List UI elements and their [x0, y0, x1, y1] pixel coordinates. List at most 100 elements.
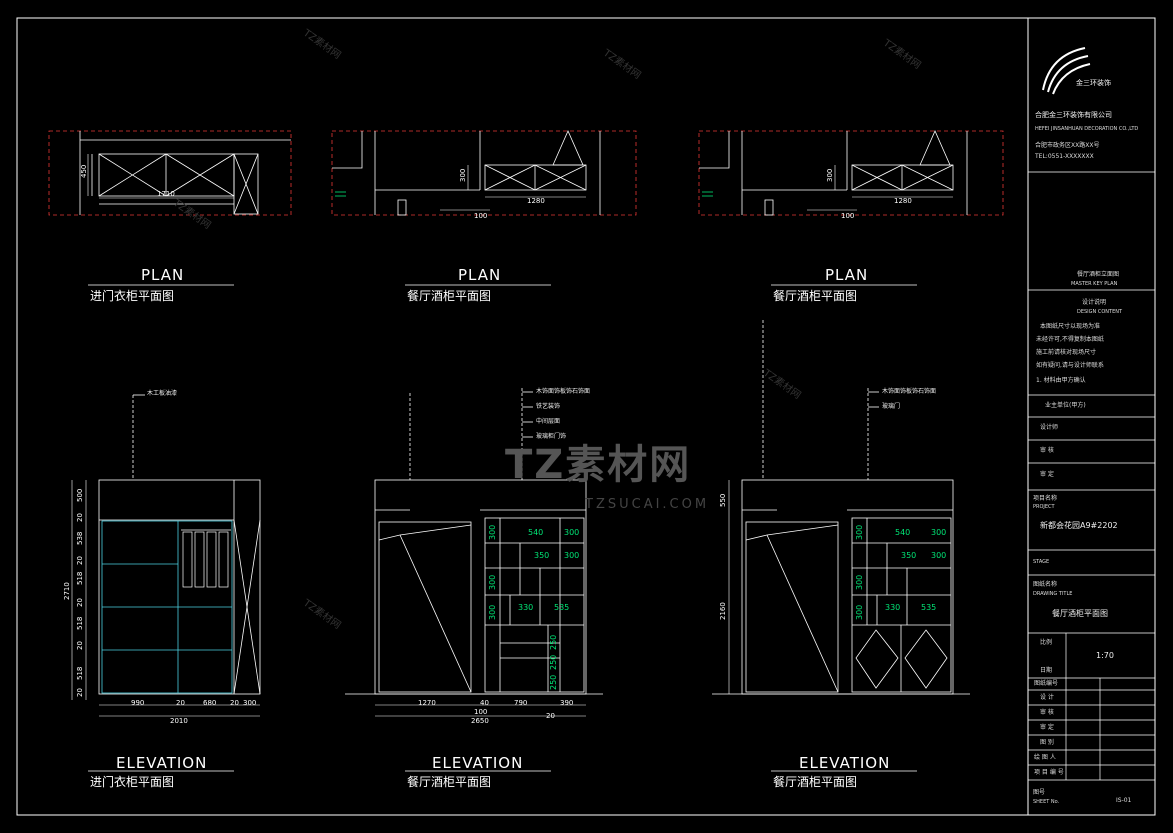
title-block-grid	[1028, 171, 1155, 781]
review-label: 审 核	[1040, 447, 1054, 454]
notes-title-en: DESIGN CONTENT	[1077, 309, 1123, 315]
elevation-2-cell-dim: 540	[528, 528, 543, 537]
elevation-2-note-4: 玻璃柜门饰	[536, 433, 567, 440]
elevation-2-cell-dim: 330	[518, 603, 533, 612]
company-logo-mark	[1042, 47, 1091, 95]
elevation-2-sub-dim: 20	[546, 712, 555, 720]
plan-2-subtitle: 餐厅酒柜平面图	[407, 289, 492, 303]
drawing-name: 餐厅酒柜平面图	[1052, 609, 1108, 618]
elevation-2-note-1: 木饰面饰板饰石饰面	[536, 388, 591, 395]
drawing-frame	[16, 17, 1156, 816]
elevation-1-vertical-dim: 20	[76, 598, 84, 607]
elevation-1-bottom-dim: 20	[176, 699, 185, 707]
elevation-1	[98, 394, 261, 695]
elevation-1-bottom-dim: 990	[131, 699, 144, 707]
dimension-labels: 1710450128030010012803001002710205182051…	[63, 165, 946, 725]
plan-2-depth-dim: 300	[459, 169, 467, 182]
drawing-label: 图纸名称	[1033, 581, 1058, 588]
design-note-4: 如有疑问,请与设计师联系	[1036, 362, 1104, 369]
plan-3-label: PLAN	[825, 266, 869, 284]
row-1: 图纸编号	[1034, 680, 1059, 687]
design-note-1: 本图纸尺寸以现场为准	[1040, 323, 1101, 330]
elevation-3-top-dim: 550	[719, 494, 727, 507]
elevation-2-note-2: 铁艺装饰	[536, 403, 561, 410]
elevation-2-cell-dim: 300	[488, 525, 497, 540]
elevation-3-cell-dim: 300	[855, 575, 864, 590]
row-4: 审 定	[1040, 724, 1054, 731]
row-2: 设 计	[1040, 694, 1054, 701]
elevation-3-cell-dim: 350	[901, 551, 916, 560]
watermark-main: TZ素材网	[505, 442, 692, 488]
plan-3-offset-dim: 100	[841, 212, 854, 220]
elevation-1-height-dim: 2710	[63, 582, 71, 600]
elevation-1-vertical-dim: 500	[76, 489, 84, 502]
elevation-2-total-dim: 2650	[471, 717, 489, 725]
elevation-1-vertical-dim: 538	[76, 532, 84, 545]
elevation-3-note-2: 玻璃门	[882, 403, 901, 410]
elevation-1-subtitle: 进门衣柜平面图	[90, 775, 175, 789]
elevation-3-subtitle: 餐厅酒柜平面图	[773, 775, 858, 789]
elevation-3-label: ELEVATION	[799, 754, 891, 772]
plan-3	[698, 130, 1004, 216]
elevation-2-bottom-dim: 790	[514, 699, 527, 707]
elevation-2-bottom-dim: 390	[560, 699, 573, 707]
elevation-3-cell-dim: 300	[931, 528, 946, 537]
watermark-sub: TZSUCAI.COM	[585, 497, 710, 512]
sheet-number: IS-01	[1116, 797, 1132, 804]
elevation-1-dimensions	[71, 480, 260, 717]
elevation-1-note: 木工板油漆	[147, 390, 178, 397]
elevation-1-vertical-dim: 20	[76, 556, 84, 565]
elevation-1-bottom-dim: 20	[230, 699, 239, 707]
elevation-2-dimensions	[375, 704, 586, 717]
elevation-2-cell-dim: 250	[549, 635, 558, 650]
elevation-1-vertical-dim: 518	[76, 667, 84, 680]
plan-1-depth-dim: 450	[80, 165, 88, 178]
elevation-3-cell-dim: 300	[855, 525, 864, 540]
elevation-2-cell-dim: 300	[564, 528, 579, 537]
row-3: 审 核	[1040, 709, 1054, 716]
elevation-2-note-3: 中间层面	[536, 418, 561, 425]
design-note-3: 施工前请核对现场尺寸	[1036, 349, 1097, 356]
designer-label: 设计师	[1040, 424, 1059, 431]
elevation-3-cell-dim: 300	[855, 605, 864, 620]
elevation-2-cell-dim: 250	[549, 675, 558, 690]
plan-1-subtitle: 进门衣柜平面图	[90, 289, 175, 303]
plan-1-width-dim: 1710	[157, 190, 175, 198]
elevation-1-vertical-dim: 20	[76, 688, 84, 697]
elevation-3	[712, 320, 970, 695]
plan-title-en: MASTER KEY PLAN	[1071, 281, 1118, 287]
elevation-1-total-dim: 2010	[170, 717, 188, 725]
sheet-label: 图号	[1033, 789, 1046, 796]
elevation-3-cell-dim: 300	[931, 551, 946, 560]
plan-2	[331, 130, 637, 216]
company-phone: TEL:0551-XXXXXXX	[1035, 153, 1094, 160]
elevation-2-cell-dim: 535	[554, 603, 569, 612]
logo-text: 金三环装饰	[1076, 79, 1111, 87]
plan-2-label: PLAN	[458, 266, 502, 284]
elevation-1-vertical-dim: 518	[76, 617, 84, 630]
elevation-2-bottom-dim: 40	[480, 699, 489, 707]
sheet-label-en: SHEET No.	[1033, 799, 1060, 805]
elevation-2-cell-dim: 300	[564, 551, 579, 560]
elevation-3-height-dim: 2160	[719, 602, 727, 620]
elevation-2-cell-dim: 300	[488, 575, 497, 590]
row-7: 项 目 编 号	[1034, 769, 1064, 776]
design-note-2: 未经许可,不得复制本图纸	[1036, 336, 1104, 343]
elevation-3-cell-dim: 540	[895, 528, 910, 537]
plan-1	[48, 130, 292, 216]
elevation-2-label: ELEVATION	[432, 754, 524, 772]
elevation-2-cell-dim: 250	[549, 655, 558, 670]
elevation-3-cell-dim: 330	[885, 603, 900, 612]
elevation-1-bottom-dim: 680	[203, 699, 216, 707]
plan-2-offset-dim: 100	[474, 212, 487, 220]
elevation-1-vertical-dim: 20	[76, 513, 84, 522]
client-label: 业主单位(甲方)	[1045, 402, 1086, 409]
drawing-label-en: DRAWING TITLE	[1033, 591, 1073, 597]
company-name-en: HEFEI JINSANHUAN DECORATION CO.,LTD	[1035, 126, 1139, 132]
elevation-1-bottom-dim: 300	[243, 699, 256, 707]
project-name: 新都会花园A9#2202	[1040, 521, 1118, 530]
row-6: 绘 图 人	[1034, 754, 1056, 761]
elevation-2-bottom-dim: 1270	[418, 699, 436, 707]
project-label-en: PROJECT	[1033, 504, 1055, 510]
